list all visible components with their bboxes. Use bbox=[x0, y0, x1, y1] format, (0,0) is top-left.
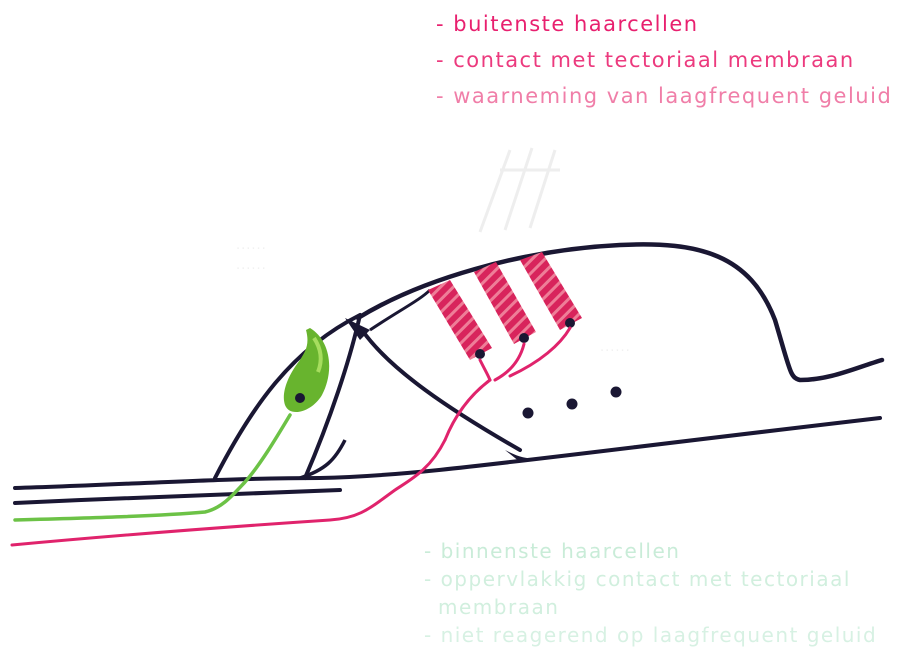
supporting-cell-dot-2 bbox=[567, 399, 578, 410]
basilar-membrane-upper bbox=[15, 418, 880, 488]
faint-label-left-2: ...... bbox=[236, 258, 267, 273]
inner-hair-cell-nucleus bbox=[295, 393, 305, 403]
inner-label-line-2: - oppervlakkig contact met tectoriaal bbox=[424, 569, 877, 597]
outer-hair-cell-3 bbox=[520, 252, 582, 330]
tectorial-membrane-outline bbox=[358, 244, 882, 380]
outer-label-line-1: - buitenste haarcellen bbox=[436, 14, 892, 50]
inner-hair-cell bbox=[284, 328, 329, 412]
inner-label-line-1: - binnenste haarcellen bbox=[424, 541, 877, 569]
faint-membrane-sketch bbox=[480, 148, 560, 232]
outer-hair-cell-2 bbox=[474, 262, 536, 344]
faint-label-left-1: ...... bbox=[236, 238, 267, 253]
outer-hair-cell-legend: - buitenste haarcellen - contact met tec… bbox=[436, 14, 892, 122]
inner-label-line-3: membraan bbox=[424, 597, 877, 625]
inner-hair-cell-legend: - binnenste haarcellen - oppervlakkig co… bbox=[424, 541, 877, 653]
supporting-cell-dot-1 bbox=[523, 408, 534, 419]
inner-label-line-4: - niet reagerend op laagfrequent geluid bbox=[424, 625, 877, 653]
outer-hair-cell-nucleus-1 bbox=[475, 349, 485, 359]
outer-label-line-3: - waarneming van laagfrequent geluid bbox=[436, 86, 892, 122]
basilar-membrane-lower bbox=[15, 490, 340, 503]
outer-hair-cell-nucleus-2 bbox=[519, 333, 529, 343]
faint-label-right: ...... bbox=[600, 340, 631, 355]
pillar-cell-right bbox=[362, 330, 520, 450]
outer-hair-cell-1 bbox=[428, 280, 492, 360]
outer-label-line-2: - contact met tectoriaal membraan bbox=[436, 50, 892, 86]
green-nerve-fiber bbox=[15, 415, 290, 520]
pink-nerve-fibers bbox=[12, 328, 570, 545]
supporting-cell-dot-3 bbox=[611, 387, 622, 398]
